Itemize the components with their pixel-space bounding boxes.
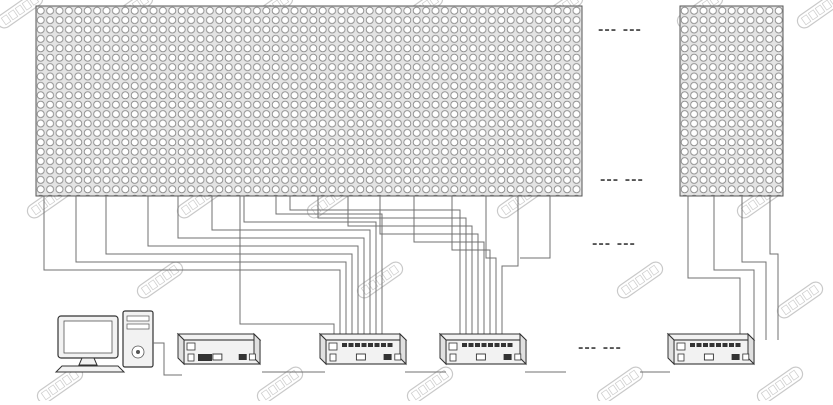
data-bus xyxy=(153,342,670,376)
watermark-mark xyxy=(776,281,824,319)
watermark-mark xyxy=(256,366,304,404)
keyboard xyxy=(54,365,126,373)
controller-icon xyxy=(438,332,528,366)
controller-icon xyxy=(666,332,756,366)
watermark-mark xyxy=(616,261,664,299)
signal-wires xyxy=(43,196,779,340)
continuation-marks: --- --- --- --- --- --- --- --- xyxy=(578,23,644,356)
computer-icon xyxy=(54,310,154,373)
watermark-mark xyxy=(0,0,44,29)
watermark-mark xyxy=(356,261,404,299)
watermark-mark xyxy=(756,366,804,404)
watermark-mark xyxy=(596,366,644,404)
led-display-extension xyxy=(679,5,784,197)
controller-icon xyxy=(318,332,408,366)
watermark-mark xyxy=(406,366,454,404)
controller-group xyxy=(176,332,756,366)
led-grid-main xyxy=(36,6,582,196)
ellipsis-lower: --- --- xyxy=(592,237,636,252)
controller-icon xyxy=(176,332,262,366)
ellipsis-bottom: --- --- xyxy=(578,341,622,356)
watermark-mark xyxy=(136,261,184,299)
led-display-main xyxy=(35,5,583,197)
ellipsis-middle: --- --- xyxy=(600,173,644,188)
watermark-mark xyxy=(796,0,833,29)
ellipsis-top: --- --- xyxy=(598,23,642,38)
led-grid-extension xyxy=(680,6,783,196)
